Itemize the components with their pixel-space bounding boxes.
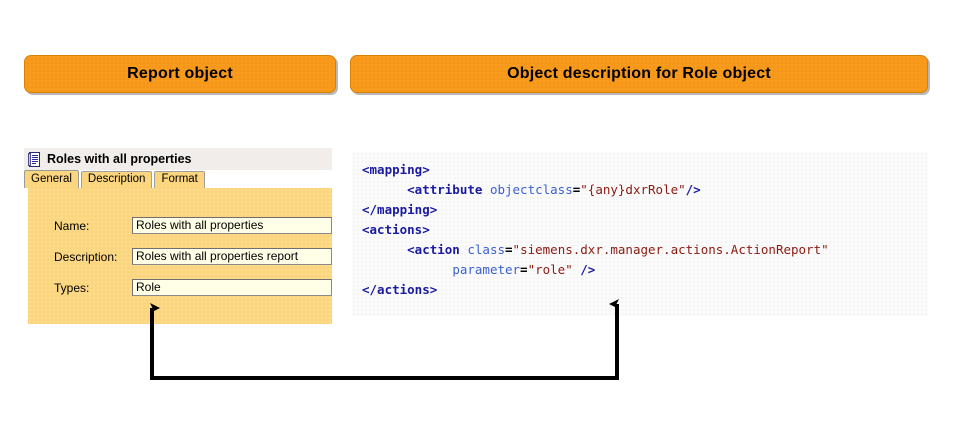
code-token-val: "{any}dxrRole" bbox=[580, 182, 686, 197]
code-indent bbox=[362, 262, 452, 277]
description-label: Description: bbox=[54, 249, 118, 264]
code-token-punct: = bbox=[572, 182, 581, 197]
header-button-report-object[interactable]: Report object bbox=[24, 55, 336, 93]
code-token-val: "siemens.dxr.manager.actions.ActionRepor… bbox=[512, 242, 829, 257]
code-token-tag: /> bbox=[572, 262, 596, 277]
code-indent bbox=[362, 242, 407, 257]
general-tab-panel: Name: Roles with all properties Descript… bbox=[28, 188, 332, 324]
header-button-object-description-label: Object description for Role object bbox=[507, 65, 771, 82]
code-token-val: "role" bbox=[527, 262, 573, 277]
code-token-tag: <attribute bbox=[407, 182, 490, 197]
code-line: </actions> bbox=[362, 280, 928, 300]
code-token-attr: objectclass bbox=[489, 182, 573, 197]
report-object-dialog: Roles with all properties General Descri… bbox=[24, 148, 332, 324]
dialog-tabstrip: General Description Format bbox=[24, 170, 332, 188]
code-token-punct: = bbox=[520, 262, 528, 277]
code-line: <attribute objectclass="{any}dxrRole"/> bbox=[362, 180, 928, 200]
tab-description[interactable]: Description bbox=[80, 171, 153, 188]
name-label: Name: bbox=[54, 218, 90, 233]
tab-general[interactable]: General bbox=[24, 170, 79, 188]
code-line: <mapping> bbox=[362, 160, 928, 180]
code-token-tag: <mapping> bbox=[362, 162, 430, 177]
code-token-tag: /> bbox=[685, 182, 701, 197]
form-row-types: Types: Role bbox=[28, 279, 332, 296]
description-input[interactable]: Roles with all properties report bbox=[132, 248, 332, 265]
code-indent bbox=[362, 182, 407, 197]
code-token-attr: parameter bbox=[452, 262, 521, 277]
name-input[interactable]: Roles with all properties bbox=[132, 217, 332, 234]
code-line: parameter="role" /> bbox=[362, 260, 928, 280]
dialog-titlebar: Roles with all properties bbox=[24, 148, 332, 170]
types-input[interactable]: Role bbox=[132, 279, 332, 296]
tab-format[interactable]: Format bbox=[154, 171, 205, 188]
dialog-title: Roles with all properties bbox=[47, 152, 192, 166]
form-row-name: Name: Roles with all properties bbox=[28, 217, 332, 234]
code-line: </mapping> bbox=[362, 200, 928, 220]
report-document-icon bbox=[28, 151, 41, 167]
code-token-punct: = bbox=[505, 242, 513, 257]
types-label: Types: bbox=[54, 280, 90, 295]
header-button-report-object-label: Report object bbox=[127, 65, 233, 82]
code-line: <actions> bbox=[362, 220, 928, 240]
header-button-object-description[interactable]: Object description for Role object bbox=[350, 55, 928, 93]
code-token-attr: class bbox=[467, 242, 506, 257]
code-token-tag: <action bbox=[407, 242, 468, 257]
form-row-description: Description: Roles with all properties r… bbox=[28, 248, 332, 265]
code-line: <action class="siemens.dxr.manager.actio… bbox=[362, 240, 928, 260]
object-description-code: <mapping> <attribute objectclass="{any}d… bbox=[352, 152, 928, 316]
code-token-tag: </actions> bbox=[362, 282, 438, 297]
code-token-tag: </mapping> bbox=[362, 202, 438, 217]
code-token-tag: <actions> bbox=[362, 222, 430, 237]
